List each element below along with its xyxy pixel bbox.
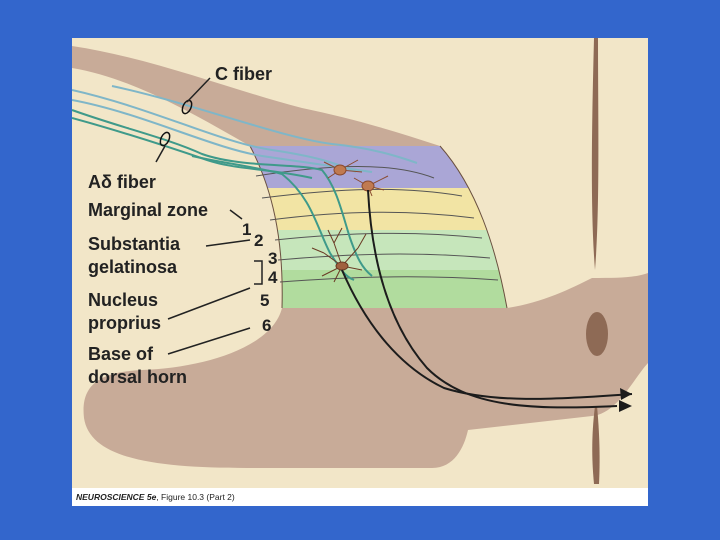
figure-caption: NEUROSCIENCE 5e, Figure 10.3 (Part 2) [76, 492, 235, 502]
lamina-2-band [250, 188, 507, 230]
lamina-number-6: 6 [262, 316, 271, 335]
figure-panel: C fiber Aδ fiber Marginal zone Substanti… [72, 38, 648, 506]
dorsal-median-septum [591, 38, 599, 270]
a-delta-fiber-label: Aδ fiber [88, 172, 156, 192]
base-of-dorsal-horn-label-2: dorsal horn [88, 367, 187, 387]
central-canal [586, 312, 608, 356]
ventral-median-fissure [592, 406, 600, 484]
lamina-2-neuron [311, 227, 367, 283]
horn-outline [249, 145, 508, 309]
nucleus-proprius-label-2: proprius [88, 313, 161, 333]
lamina-number-5: 5 [260, 291, 269, 310]
c-fiber-label: C fiber [215, 64, 272, 84]
lamina-number-1: 1 [242, 220, 251, 239]
lamina-number-3: 3 [268, 249, 277, 268]
dorsal-horn-diagram: C fiber Aδ fiber Marginal zone Substanti… [72, 38, 648, 488]
lamina-number-2: 2 [254, 231, 263, 250]
projection-arrowhead-lower [619, 400, 632, 412]
projection-axons [341, 189, 633, 409]
lamina-number-4: 4 [268, 268, 278, 287]
leader-lines [155, 77, 263, 355]
a-delta-fiber-recording-symbol [159, 131, 171, 147]
c-fiber-recording-symbol [181, 99, 193, 115]
lamina-5-6-band [250, 270, 507, 308]
projection-arrowhead-upper [620, 388, 632, 400]
lamina-boundaries [255, 166, 499, 283]
substantia-gelatinosa-label-1: Substantia [88, 234, 181, 254]
base-of-dorsal-horn-label-1: Base of [88, 344, 154, 364]
caption-book-title: NEUROSCIENCE 5e [76, 492, 157, 502]
nucleus-proprius-label-1: Nucleus [88, 290, 158, 310]
substantia-gelatinosa-label-2: gelatinosa [88, 257, 178, 277]
lamina-1-neuron [323, 159, 389, 197]
caption-figure-ref: , Figure 10.3 (Part 2) [156, 492, 235, 502]
marginal-zone-label: Marginal zone [88, 200, 208, 220]
